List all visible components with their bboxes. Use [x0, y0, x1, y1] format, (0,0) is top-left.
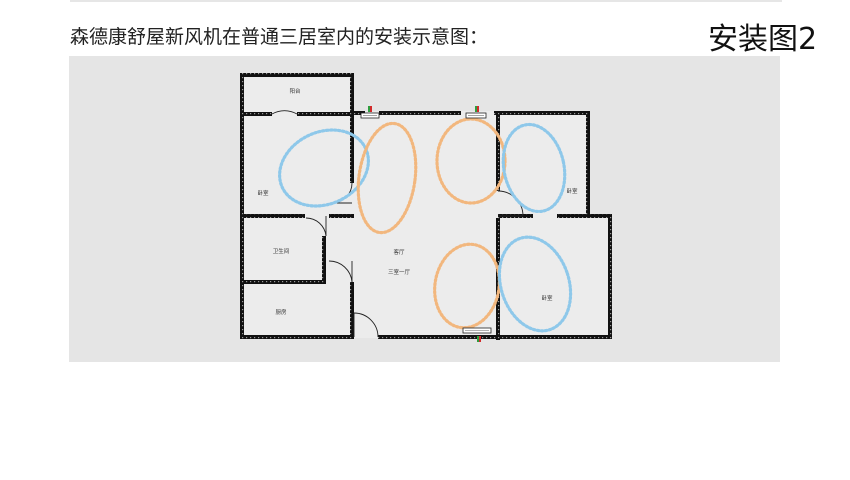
room-label-bedroom-left: 卧室	[257, 189, 269, 197]
floorplan-diagram: 阳台 卧室 卫生间 厨房 客厅 三室一厅 卧室 卧室	[240, 73, 612, 342]
vent-unit-2	[465, 106, 487, 119]
room-label-balcony: 阳台	[289, 87, 301, 95]
room-label-bedroom-right-bottom: 卧室	[541, 294, 553, 302]
top-divider	[70, 0, 782, 2]
diagram-panel: 阳台 卧室 卫生间 厨房 客厅 三室一厅 卧室 卧室	[69, 56, 780, 362]
page-title: 森德康舒屋新风机在普通三居室内的安装示意图：	[70, 26, 489, 48]
room-label-kitchen: 厨房	[275, 308, 287, 316]
room-label-living: 客厅	[393, 248, 405, 256]
room-label-living-sub: 三室一厅	[388, 268, 411, 276]
airflow-loops	[278, 117, 573, 333]
vent-unit-1	[360, 106, 380, 119]
figure-label: 安装图2	[708, 22, 818, 57]
room-label-bathroom: 卫生间	[273, 247, 290, 255]
room-label-bedroom-right-top: 卧室	[566, 187, 578, 195]
vent-unit-3	[462, 327, 492, 342]
floor-area	[242, 74, 610, 339]
